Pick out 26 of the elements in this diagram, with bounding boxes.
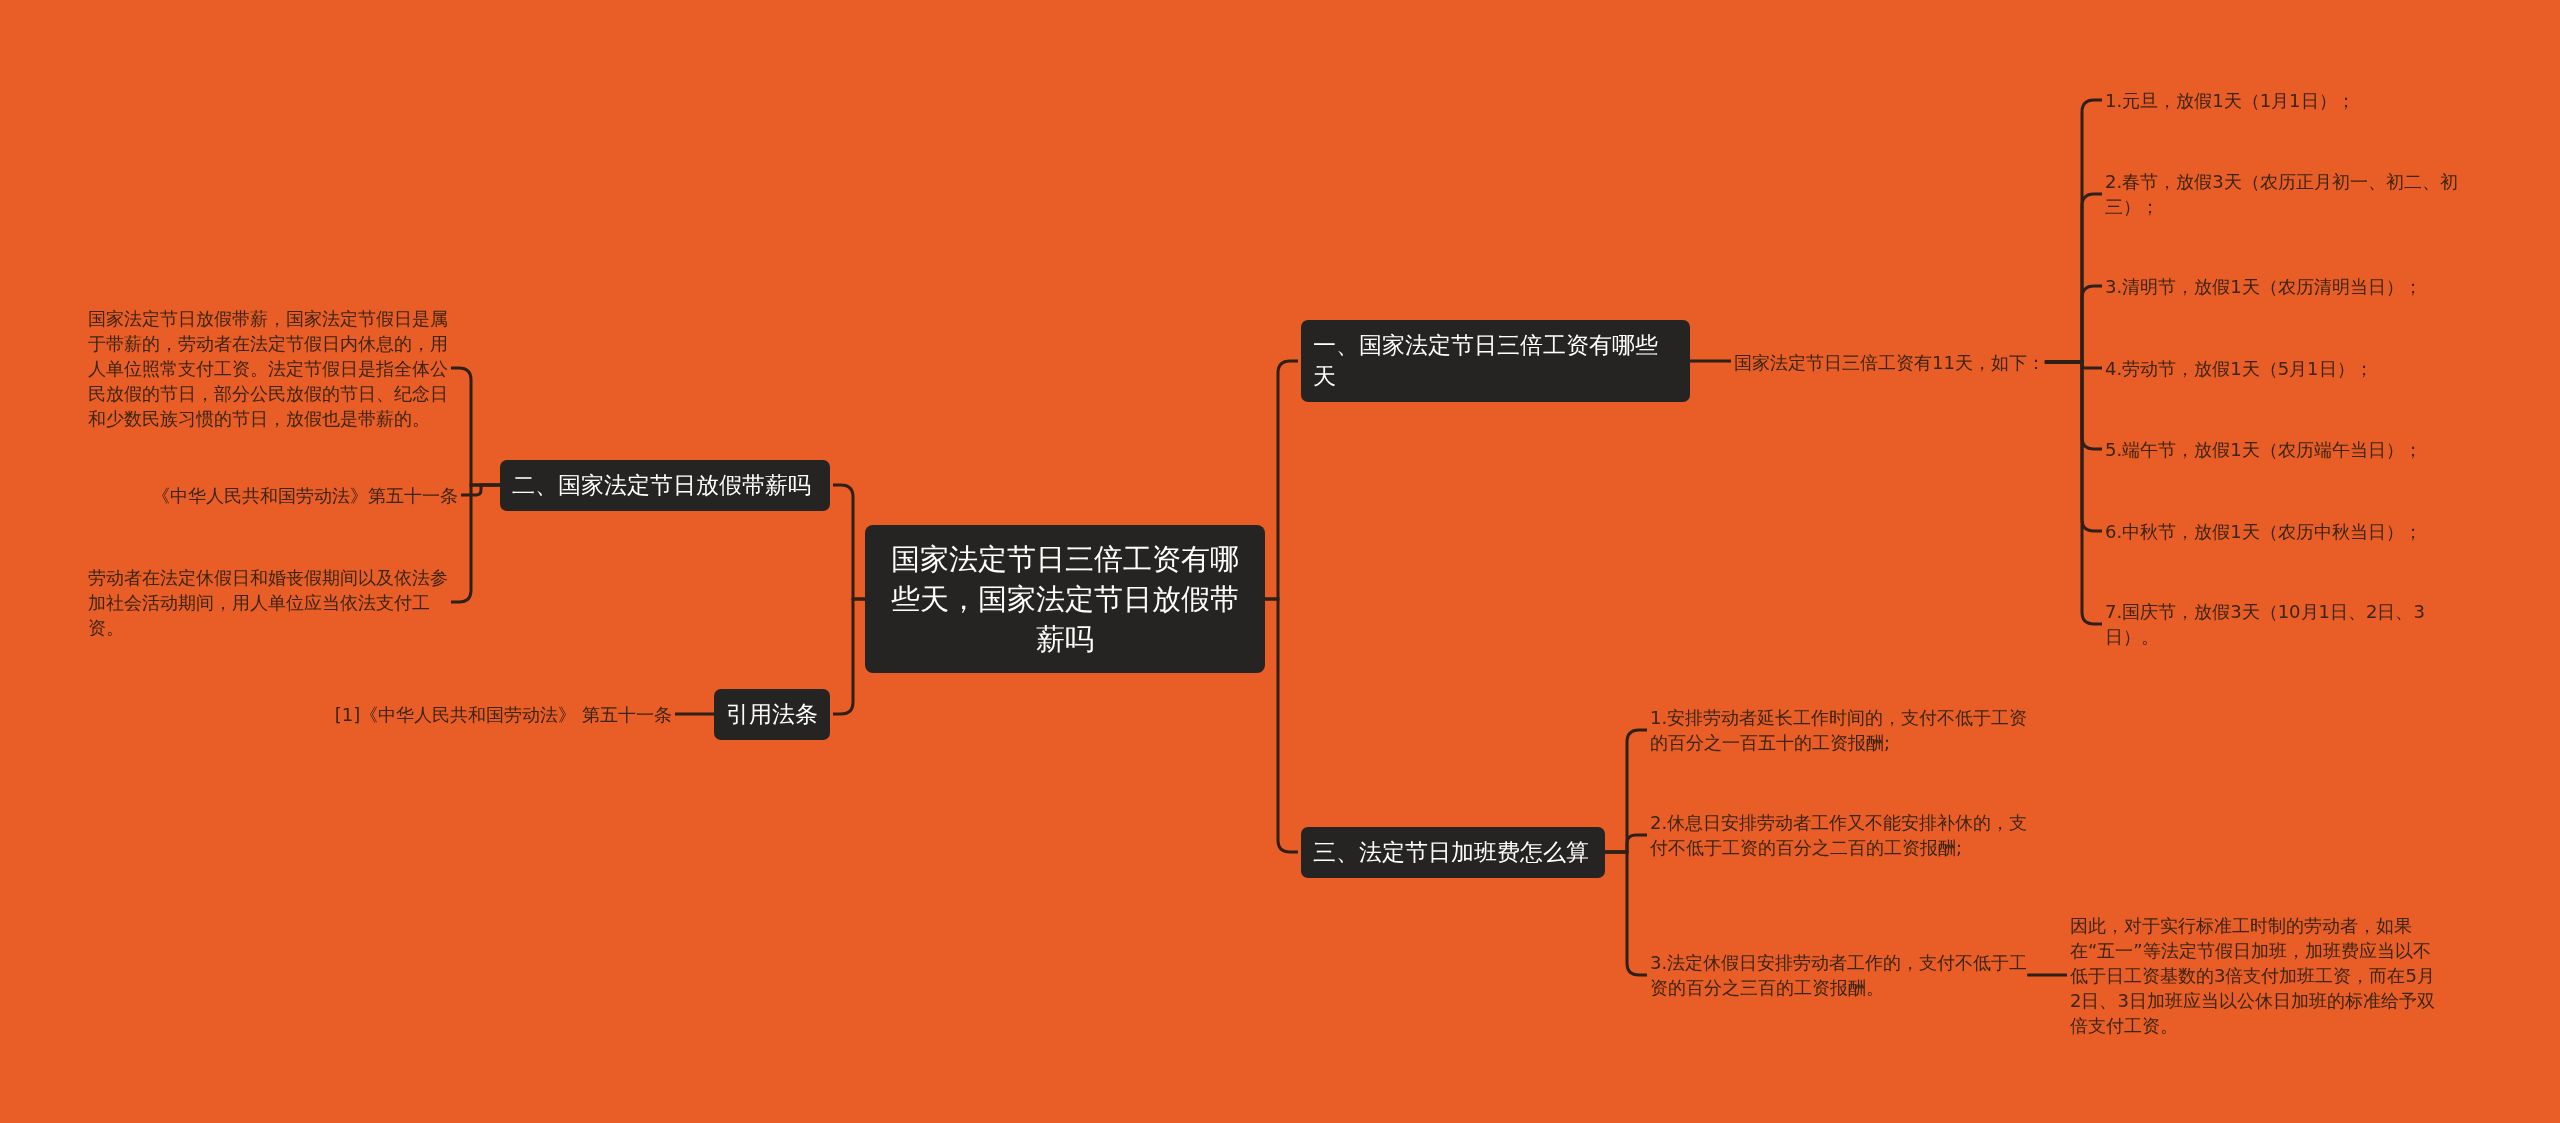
note-text: 7.国庆节，放假3天（10月1日、2日、3日）。	[2105, 599, 2477, 649]
connector-line	[675, 712, 714, 716]
topic-box: 三、法定节日加班费怎么算	[1301, 826, 1605, 878]
note-text: 3.清明节，放假1天（农历清明当日）；	[2105, 273, 2477, 299]
note-text: 国家法定节日放假带薪，国家法定节假日是属于带薪的，劳动者在法定节假日内休息的，用人单位照常支付工资。法定节假日是指全体公民放假的节日，部分公民放假的节日、纪念日和少数民族习惯的节日，放假也是带薪的。	[88, 305, 458, 431]
note-text: 5.端午节，放假1天（农历端午当日）；	[2105, 436, 2477, 462]
connector-line	[2027, 973, 2067, 977]
note-text: 国家法定节日三倍工资有11天，如下：	[1734, 349, 2064, 375]
note-text: 1.元旦，放假1天（1月1日）；	[2105, 87, 2477, 113]
connector-line	[833, 597, 865, 716]
note-text: 6.中秋节，放假1天（农历中秋当日）；	[2105, 518, 2477, 544]
note-text: 2.春节，放假3天（农历正月初一、初二、初三）；	[2105, 169, 2477, 219]
topic-box: 一、国家法定节日三倍工资有哪些天	[1301, 320, 1690, 402]
note-text: 劳动者在法定休假日和婚丧假期间以及依法参加社会活动期间，用人单位应当依法支付工资。	[88, 564, 458, 640]
note-text: [1]《中华人民共和国劳动法》 第五十一条	[300, 701, 672, 727]
central-topic-box: 国家法定节日三倍工资有哪些天，国家法定节日放假带薪吗	[865, 525, 1265, 673]
note-text: 1.安排劳动者延长工作时间的，支付不低于工资的百分之一百五十的工资报酬;	[1650, 705, 2030, 755]
connector-line	[1690, 359, 1731, 363]
connector-line	[1265, 597, 1298, 854]
topic-box: 引用法条	[714, 688, 830, 740]
note-text: 因此，对于实行标准工时制的劳动者，如果在“五一”等法定节假日加班，加班费应当以不低于日工资基数的3倍支付加班工资，而在5月2日、3日加班应当以公休日加班的标准给予双倍支付工资。	[2070, 912, 2442, 1038]
note-text: 3.法定休假日安排劳动者工作的，支付不低于工资的百分之三百的工资报酬。	[1650, 950, 2030, 1000]
note-text: 2.休息日安排劳动者工作又不能安排补休的，支付不低于工资的百分之二百的工资报酬;	[1650, 810, 2030, 860]
note-text: 4.劳动节，放假1天（5月1日）；	[2105, 355, 2477, 381]
note-text: 《中华人民共和国劳动法》第五十一条	[88, 482, 458, 508]
topic-box: 二、国家法定节日放假带薪吗	[500, 459, 830, 511]
